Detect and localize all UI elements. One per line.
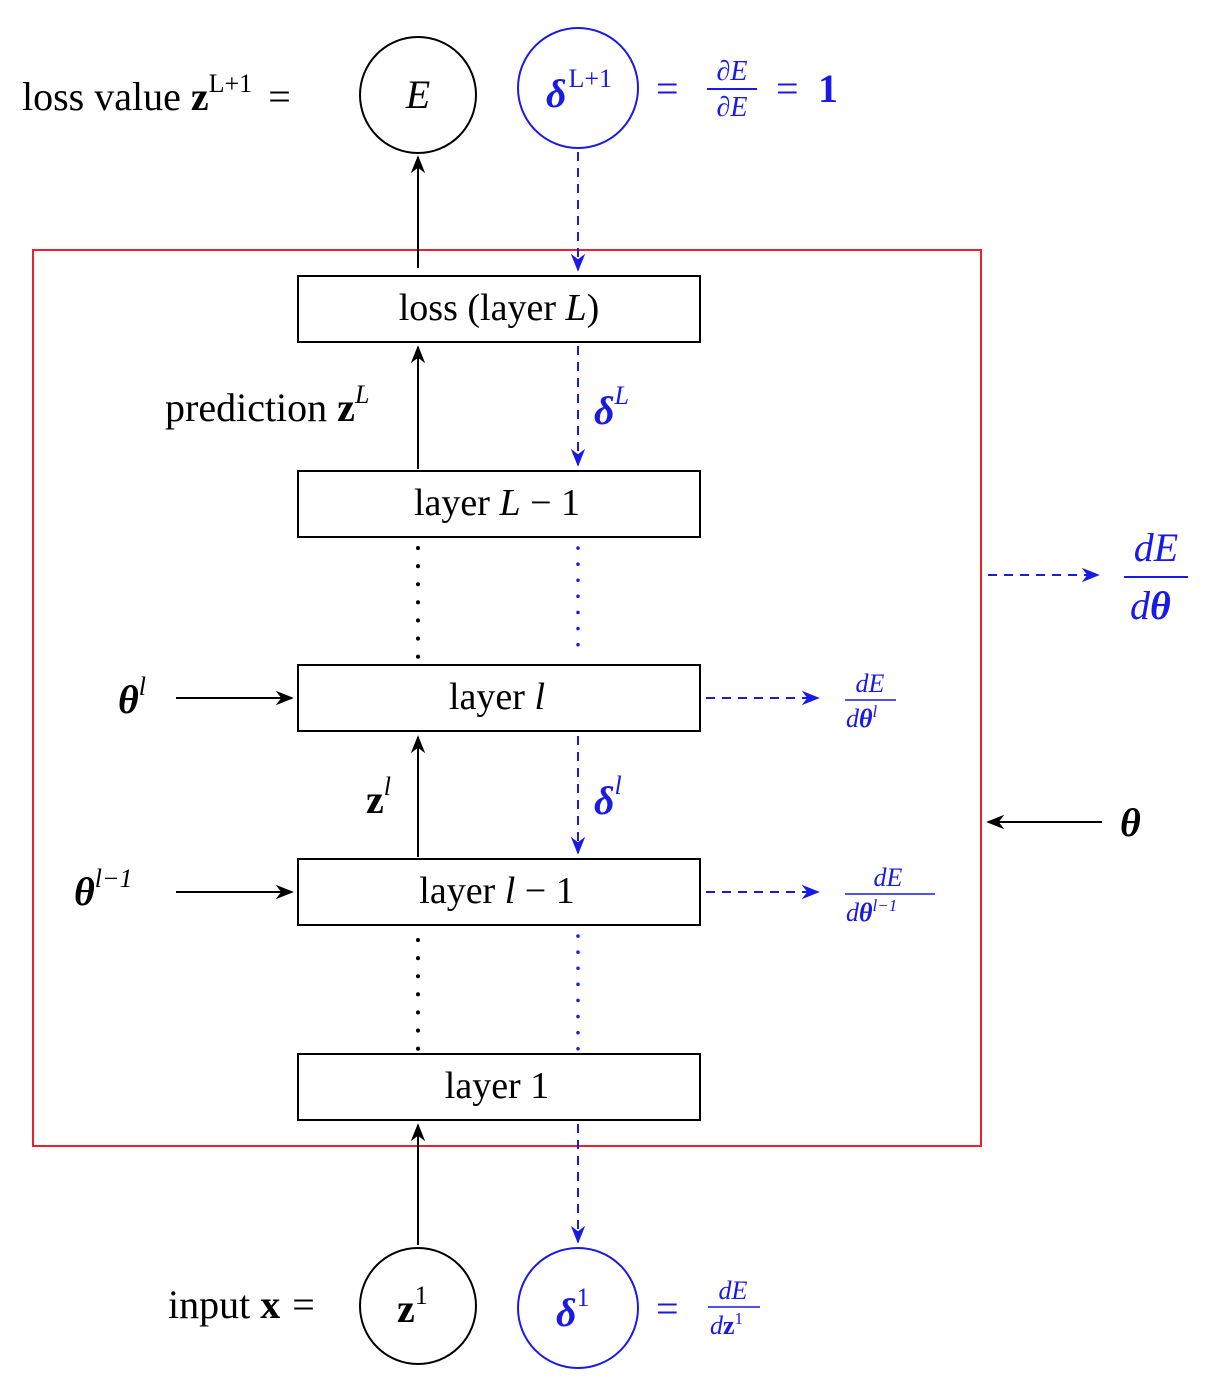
- layer-l-minus-1-box: [297, 858, 701, 926]
- grad-l-minus-1-num: dE: [874, 863, 903, 892]
- layer-1-box: [297, 1053, 701, 1121]
- delta-top-node: [517, 27, 639, 149]
- input-label: input x=: [168, 1282, 315, 1327]
- loss-node: [359, 36, 477, 154]
- prediction-label: prediction zL: [165, 380, 369, 430]
- theta-total-label: θ: [1120, 800, 1141, 845]
- delta-bottom-label: δ1: [556, 1283, 590, 1335]
- input-node: [359, 1247, 477, 1365]
- layer-l-box: [297, 664, 701, 732]
- zl-label: zl: [366, 772, 391, 822]
- delta-bottom-frac-num: dE: [719, 1276, 748, 1305]
- layer-L-minus-1-label: layer L − 1: [414, 482, 580, 524]
- loss-layer-box: [297, 275, 701, 343]
- delta-bottom-node: [517, 1247, 639, 1369]
- layer-1-label: layer 1: [445, 1065, 549, 1107]
- loss-layer-label: loss (layer L): [399, 287, 600, 329]
- layer-l-label: layer l: [449, 676, 545, 718]
- loss-value-label: loss value zL+1=: [22, 69, 291, 119]
- delta-bottom-frac-den: dz1: [710, 1309, 743, 1340]
- grad-l-num: dE: [856, 669, 885, 698]
- network-frame: [32, 249, 982, 1147]
- grad-l-den: dθl: [846, 702, 878, 733]
- delta-top-label: δL+1: [546, 64, 612, 116]
- delta-top-frac-num: ∂E: [717, 56, 748, 87]
- delta-bottom-equals: =: [656, 1286, 679, 1331]
- grad-total-num: dE: [1134, 525, 1178, 570]
- delta-top-one: 1: [818, 66, 838, 111]
- layer-l-minus-1-label: layer l − 1: [419, 870, 574, 912]
- input-node-label: z1: [397, 1281, 428, 1331]
- delta-top-frac-den: ∂E: [717, 92, 748, 123]
- theta-l-minus-1-label: θl−1: [74, 864, 133, 914]
- delta-l-label: δl: [594, 771, 622, 823]
- grad-total-den: dθ: [1130, 583, 1171, 628]
- delta-top-equals: =: [656, 66, 679, 111]
- theta-l-label: θl: [118, 672, 146, 722]
- delta-L-label: δL: [594, 381, 629, 433]
- layer-L-minus-1-box: [297, 470, 701, 538]
- loss-node-label: E: [405, 72, 430, 117]
- delta-top-equals-2: =: [776, 66, 799, 111]
- grad-l-minus-1-den: dθl−1: [846, 896, 897, 927]
